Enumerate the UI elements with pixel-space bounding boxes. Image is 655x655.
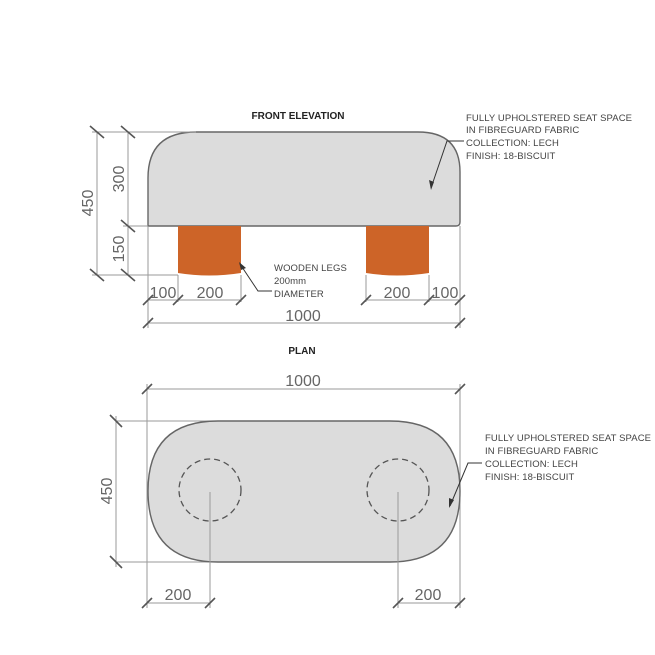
svg-text:FINISH: 18-BISCUIT: FINISH: 18-BISCUIT <box>485 472 575 483</box>
plan-dim-total-width: 1000 <box>285 373 321 390</box>
svg-text:DIAMETER: DIAMETER <box>274 289 324 300</box>
svg-text:IN FIBREGUARD FABRIC: IN FIBREGUARD FABRIC <box>485 446 598 457</box>
plan-title: PLAN <box>288 346 315 357</box>
seat-fabric-note: FULLY UPHOLSTERED SEAT SPACE IN FIBREGUA… <box>466 113 632 162</box>
right-wooden-leg <box>366 226 429 276</box>
dim-total-height: 450 <box>80 190 97 217</box>
right-leg-footprint <box>366 458 430 522</box>
dim-right-leg-width: 200 <box>384 285 411 302</box>
dim-left-leg-width: 200 <box>197 285 224 302</box>
plan-seat-fabric-note: FULLY UPHOLSTERED SEAT SPACE IN FIBREGUA… <box>485 433 651 483</box>
left-leg-footprint <box>178 458 242 522</box>
dim-leg-height: 150 <box>111 236 128 263</box>
dim-right-offset: 100 <box>432 285 459 302</box>
svg-text:FINISH: 18-BISCUIT: FINISH: 18-BISCUIT <box>466 151 556 162</box>
front-elevation-title: FRONT ELEVATION <box>252 111 345 122</box>
left-wooden-leg <box>178 226 241 276</box>
dim-total-width: 1000 <box>285 308 321 325</box>
leg-material-note: WOODEN LEGS 200mm DIAMETER <box>274 263 347 300</box>
dim-seat-height: 300 <box>111 166 128 193</box>
svg-text:COLLECTION: LECH: COLLECTION: LECH <box>485 459 578 470</box>
seat-cushion-elevation <box>147 131 461 227</box>
plan-dim-right-leg-center: 200 <box>415 587 442 604</box>
dim-left-offset: 100 <box>150 285 177 302</box>
svg-text:IN FIBREGUARD FABRIC: IN FIBREGUARD FABRIC <box>466 125 579 136</box>
plan-dim-depth: 450 <box>99 478 116 505</box>
svg-text:FULLY UPHOLSTERED SEAT SPACE: FULLY UPHOLSTERED SEAT SPACE <box>485 433 651 444</box>
svg-text:COLLECTION: LECH: COLLECTION: LECH <box>466 138 559 149</box>
front-elevation: FRONT ELEVATION 450 300 150 <box>80 111 632 329</box>
svg-text:FULLY UPHOLSTERED SEAT SPACE: FULLY UPHOLSTERED SEAT SPACE <box>466 113 632 124</box>
svg-text:WOODEN LEGS: WOODEN LEGS <box>274 263 347 274</box>
plan-dim-left-leg-center: 200 <box>165 587 192 604</box>
plan-view: PLAN 1000 450 200 200 <box>99 346 651 609</box>
svg-text:200mm: 200mm <box>274 276 306 287</box>
seat-cushion-plan <box>147 420 461 563</box>
